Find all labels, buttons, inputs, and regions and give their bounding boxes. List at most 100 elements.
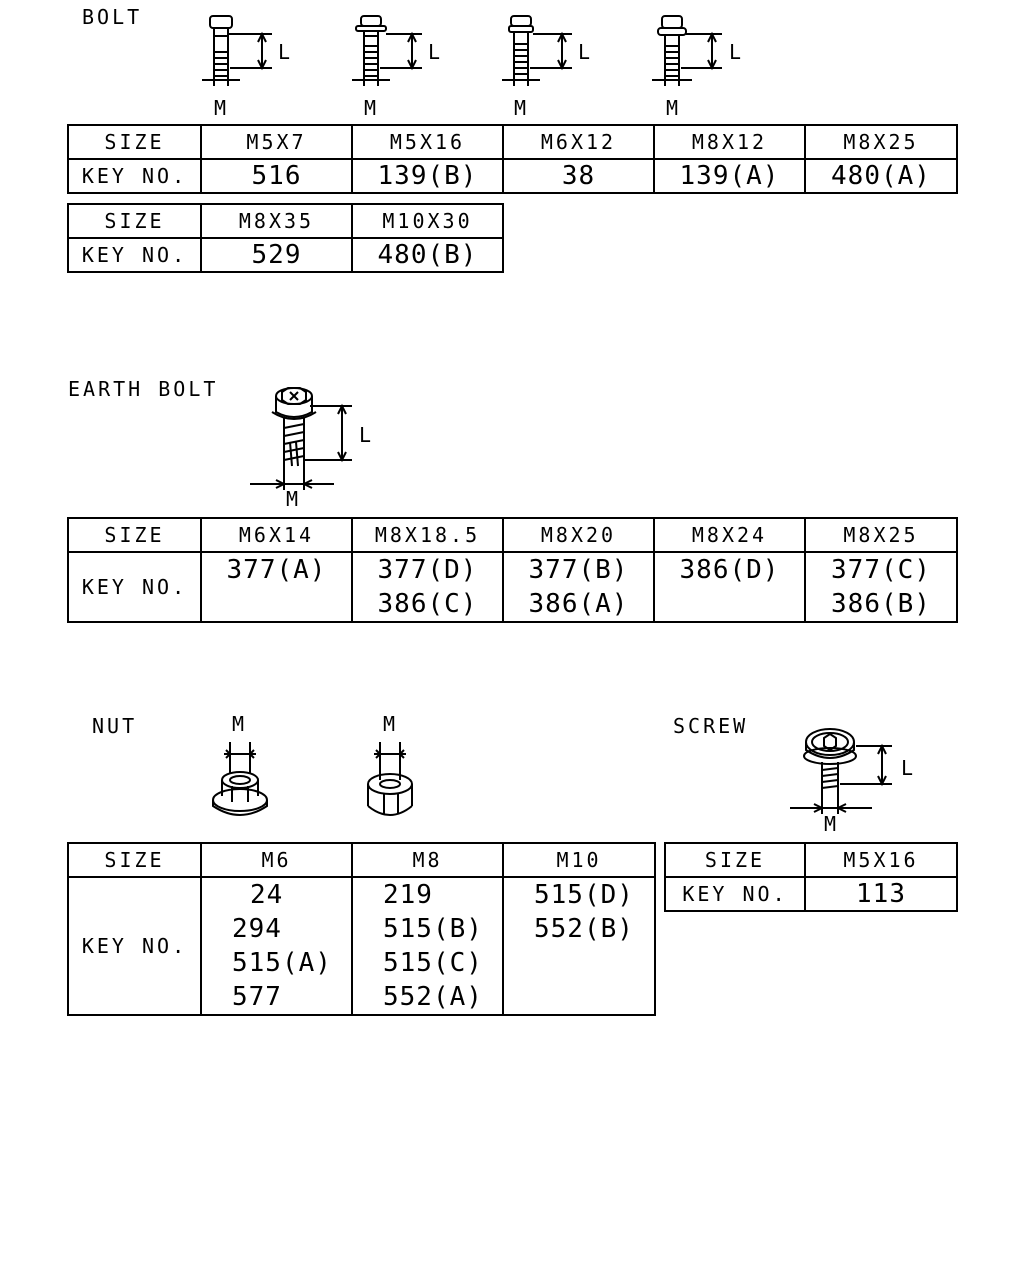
size-header: SIZE — [67, 842, 202, 878]
size-cell: M10X30 — [351, 203, 504, 239]
bolt-1-m-label: M — [214, 96, 230, 120]
key-no-value: 552(B) — [534, 914, 634, 944]
key-no-value: 386(D) — [679, 555, 780, 585]
key-no-value: 515(D) — [534, 880, 634, 910]
key-no-cell: 139(A) — [653, 158, 806, 194]
table-row: KEY NO. 377(A) 377(D) 386(C) 377(B) 386(… — [67, 551, 958, 623]
bolt-3-m-label: M — [514, 96, 530, 120]
key-no-cell: 529 — [200, 237, 353, 273]
key-no-cell: 377(A) — [200, 551, 353, 623]
key-no-cell: 377(C) 386(B) — [804, 551, 958, 623]
key-no-value: 377(C) — [831, 555, 931, 585]
bolt-4-l-label: L — [729, 40, 745, 64]
table-row: KEY NO. 516 139(B) 38 139(A) 480(A) — [67, 158, 958, 194]
key-no-value: 294 — [232, 914, 282, 944]
key-no-value: 515(B) — [383, 914, 483, 944]
earth-bolt-title: EARTH BOLT — [68, 377, 219, 401]
key-no-value: 24 — [250, 880, 284, 910]
key-no-value: 386(C) — [377, 589, 478, 619]
bolt-title: BOLT — [82, 5, 143, 29]
key-no-cell: 515(D) 552(B) — [502, 876, 656, 1016]
key-no-value: 377(D) — [377, 555, 478, 585]
earth-bolt-size-table: SIZE M6X14 M8X18.5 M8X20 M8X24 M8X25 KEY… — [67, 517, 958, 623]
size-cell: M8X20 — [502, 517, 655, 553]
size-cell: M10 — [502, 842, 656, 878]
earth-bolt-m-label: M — [286, 487, 302, 511]
table-row: KEY NO. 113 — [664, 876, 958, 912]
size-cell: M5X7 — [200, 124, 353, 160]
table-row: KEY NO. 24 294 515(A) 577 219 515(B) 515… — [67, 876, 656, 1016]
nut-1-m-label: M — [232, 712, 248, 736]
key-no-value: 377(A) — [226, 555, 327, 585]
key-no-value: 577 — [232, 982, 282, 1012]
bolt-size-table-2: SIZE M8X35 M10X30 KEY NO. 529 480(B) — [67, 203, 504, 273]
nut-size-table: SIZE M6 M8 M10 KEY NO. 24 294 515(A) 577… — [67, 842, 656, 1016]
key-no-value: 377(B) — [528, 555, 629, 585]
bolt-drawing-2 — [352, 15, 422, 86]
nut-2-m-label: M — [383, 712, 399, 736]
bolt-1-l-label: L — [278, 40, 294, 64]
size-cell: M5X16 — [804, 842, 958, 878]
table-row: SIZE M6 M8 M10 — [67, 842, 656, 878]
key-no-header: KEY NO. — [67, 237, 202, 273]
size-cell: M6X12 — [502, 124, 655, 160]
screw-l-label: L — [901, 756, 917, 780]
key-no-header: KEY NO. — [67, 876, 202, 1016]
key-no-value: 386(A) — [528, 589, 629, 619]
key-no-cell: 38 — [502, 158, 655, 194]
key-no-header: KEY NO. — [67, 158, 202, 194]
screw-m-label: M — [824, 812, 840, 836]
key-no-header: KEY NO. — [67, 551, 202, 623]
key-no-header: KEY NO. — [664, 876, 806, 912]
table-row: SIZE M5X7 M5X16 M6X12 M8X12 M8X25 — [67, 124, 958, 160]
table-row: SIZE M5X16 — [664, 842, 958, 878]
nut-drawing-2 — [367, 742, 413, 816]
key-no-cell: 480(A) — [804, 158, 958, 194]
key-no-cell: 113 — [804, 876, 958, 912]
bolt-drawing-3 — [502, 15, 572, 86]
size-cell: M8X25 — [804, 124, 958, 160]
bolt-size-table-1: SIZE M5X7 M5X16 M6X12 M8X12 M8X25 KEY NO… — [67, 124, 958, 194]
key-no-cell: 377(B) 386(A) — [502, 551, 655, 623]
screw-drawing — [790, 728, 892, 814]
screw-title: SCREW — [673, 714, 749, 738]
size-cell: M8X24 — [653, 517, 806, 553]
bolt-2-m-label: M — [364, 96, 380, 120]
size-cell: M8X18.5 — [351, 517, 504, 553]
size-header: SIZE — [664, 842, 806, 878]
bolt-4-m-label: M — [666, 96, 682, 120]
key-no-value: 386(B) — [831, 589, 931, 619]
size-cell: M5X16 — [351, 124, 504, 160]
nut-title: NUT — [92, 714, 138, 738]
size-cell: M8X35 — [200, 203, 353, 239]
key-no-cell: 219 515(B) 515(C) 552(A) — [351, 876, 504, 1016]
size-cell: M8X12 — [653, 124, 806, 160]
size-cell: M6X14 — [200, 517, 353, 553]
key-no-value: 515(C) — [383, 948, 483, 978]
key-no-cell: 377(D) 386(C) — [351, 551, 504, 623]
table-row: SIZE M6X14 M8X18.5 M8X20 M8X24 M8X25 — [67, 517, 958, 553]
table-row: SIZE M8X35 M10X30 — [67, 203, 504, 239]
size-cell: M6 — [200, 842, 353, 878]
key-no-cell: 480(B) — [351, 237, 504, 273]
screw-size-table: SIZE M5X16 KEY NO. 113 — [664, 842, 958, 912]
earth-bolt-drawing — [250, 387, 352, 490]
bolt-drawing-1 — [202, 15, 272, 86]
size-header: SIZE — [67, 124, 202, 160]
table-row: KEY NO. 529 480(B) — [67, 237, 504, 273]
key-no-cell: 139(B) — [351, 158, 504, 194]
bolt-drawing-4 — [652, 15, 722, 86]
bolt-3-l-label: L — [578, 40, 594, 64]
size-cell: M8X25 — [804, 517, 958, 553]
size-header: SIZE — [67, 203, 202, 239]
key-no-cell: 24 294 515(A) 577 — [200, 876, 353, 1016]
size-header: SIZE — [67, 517, 202, 553]
key-no-value: 552(A) — [383, 982, 483, 1012]
key-no-value: 219 — [383, 880, 433, 910]
key-no-cell: 516 — [200, 158, 353, 194]
nut-drawing-1 — [212, 742, 268, 816]
size-cell: M8 — [351, 842, 504, 878]
key-no-cell: 386(D) — [653, 551, 806, 623]
earth-bolt-l-label: L — [359, 423, 375, 447]
bolt-2-l-label: L — [428, 40, 444, 64]
